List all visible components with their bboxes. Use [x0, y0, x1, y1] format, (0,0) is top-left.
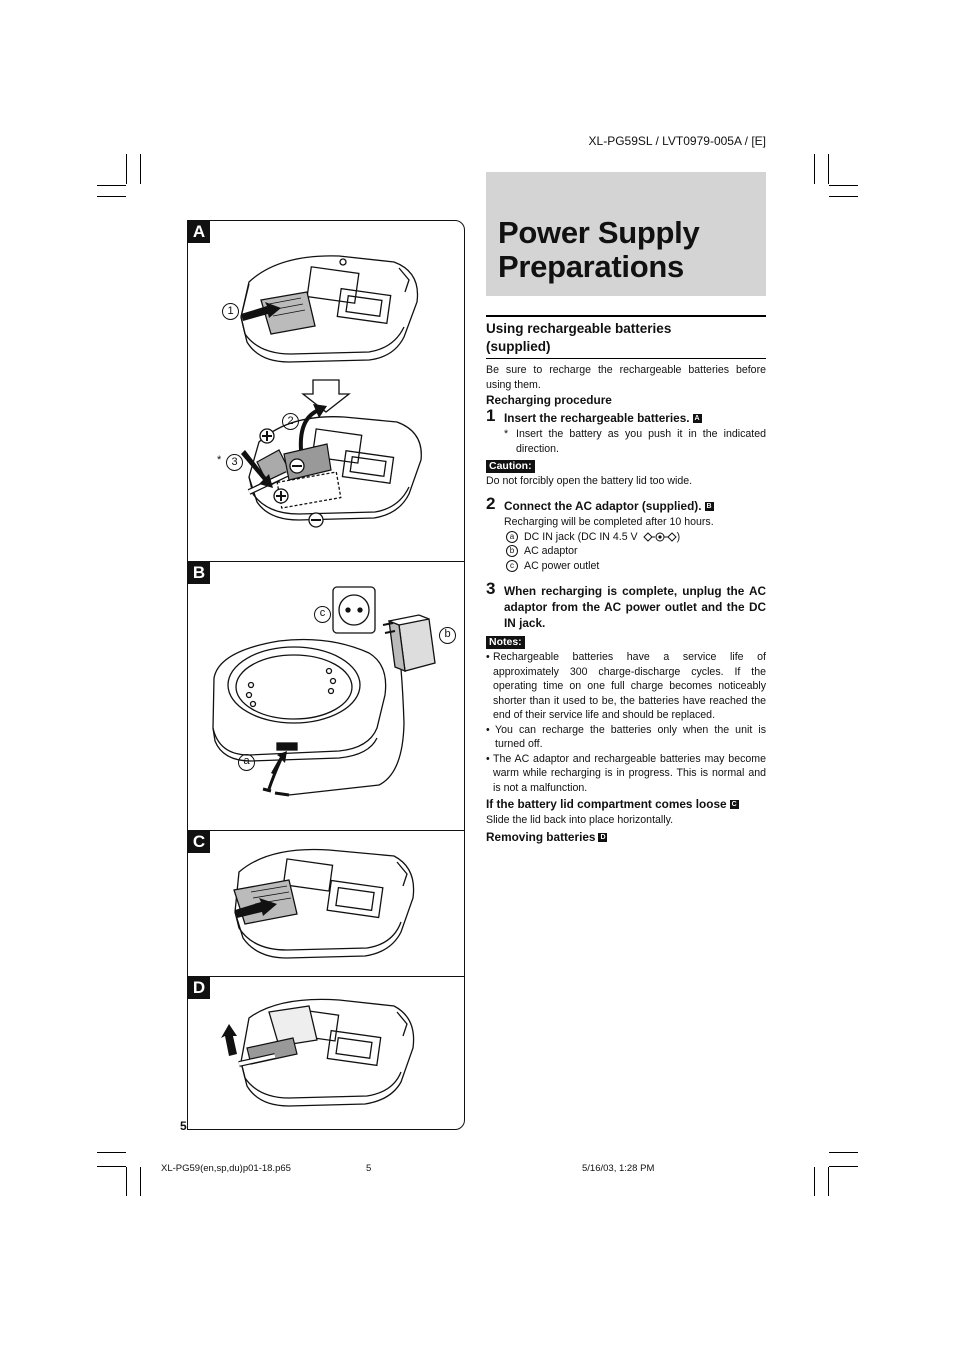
- figure-ref-badge: C: [729, 800, 739, 810]
- lid-reattach-illustration: [233, 848, 415, 959]
- crop-mark: [829, 196, 858, 197]
- crop-mark: [126, 154, 127, 184]
- crop-mark: [829, 1166, 858, 1167]
- callout-b: b: [439, 627, 456, 644]
- note-item: • You can recharge the batteries only wh…: [486, 723, 766, 751]
- caution-text: Do not forcibly open the battery lid too…: [486, 475, 693, 487]
- step-1-number: 1: [486, 406, 496, 425]
- callout-2: 2: [282, 413, 299, 430]
- note-item: • Rechargeable batteries have a service …: [486, 651, 766, 721]
- intro-text: Be sure to recharge the rechargeable bat…: [486, 364, 766, 391]
- step-1-note: * Insert the battery as you push it in t…: [504, 428, 766, 455]
- lid-text: Slide the lid back into place horizontal…: [486, 814, 674, 826]
- crop-mark: [829, 1152, 858, 1153]
- panel-divider: [187, 976, 465, 977]
- footer-file: XL-PG59(en,sp,du)p01-18.p65: [161, 1163, 291, 1174]
- crop-mark: [97, 185, 126, 186]
- note-item: • The AC adaptor and rechargeable batter…: [486, 752, 766, 794]
- footer-page: 5: [366, 1163, 372, 1174]
- crop-mark: [97, 1166, 126, 1167]
- panel-divider: [187, 561, 465, 562]
- callout-b-mark: b: [506, 545, 518, 558]
- crop-mark: [828, 1167, 829, 1196]
- page-title-line2: Preparations: [498, 249, 684, 284]
- step-2-detail: Recharging will be completed after 10 ho…: [504, 516, 714, 528]
- panel-divider: [187, 830, 465, 831]
- lid-heading: If the battery lid compartment comes loo…: [486, 797, 739, 811]
- page-number: 5: [180, 1119, 187, 1133]
- dc-polarity-icon: [642, 532, 677, 542]
- crop-mark: [814, 154, 815, 184]
- step-2-number: 2: [486, 494, 496, 513]
- crop-mark: [828, 154, 829, 184]
- panel-label-c: C: [188, 831, 210, 853]
- page-title-line1: Power Supply: [498, 215, 700, 250]
- notes-list: • Rechargeable batteries have a service …: [486, 650, 766, 795]
- figure-ref-badge: B: [704, 502, 714, 512]
- callout-c: c: [314, 606, 331, 623]
- battery-remove-illustration: [221, 998, 415, 1107]
- crop-mark: [814, 1167, 815, 1196]
- panel-label-b: B: [188, 562, 210, 584]
- document-code: XL-PG59SL / LVT0979-005A / [E]: [588, 134, 766, 148]
- crop-mark: [829, 185, 858, 186]
- panel-label-a: A: [188, 221, 210, 243]
- footer-date: 5/16/03, 1:28 PM: [582, 1163, 655, 1174]
- step-3-number: 3: [486, 579, 496, 598]
- page-title: Power Supply Preparations: [498, 215, 700, 284]
- callout-a: a: [238, 754, 255, 771]
- notes-label: Notes:: [486, 636, 525, 649]
- callout-1: 1: [222, 303, 239, 320]
- crop-mark: [140, 154, 141, 184]
- title-banner: Power Supply Preparations: [486, 172, 766, 296]
- asterisk-mark: *: [504, 428, 509, 440]
- section-heading: Using rechargeable batteries (supplied): [486, 321, 672, 354]
- section-rule-bottom: [486, 358, 766, 359]
- crop-mark: [97, 1152, 126, 1153]
- crop-mark: [126, 1167, 127, 1196]
- crop-mark: [97, 196, 126, 197]
- step-3-text: When recharging is complete, unplug the …: [504, 584, 766, 630]
- panel-label-d: D: [188, 977, 210, 999]
- callout-a-mark: a: [506, 531, 518, 544]
- caution-label: Caution:: [486, 460, 535, 473]
- callout-star: *: [217, 454, 222, 466]
- recharging-procedure-heading: Recharging procedure: [486, 393, 612, 407]
- figure-ref-badge: A: [692, 414, 702, 424]
- battery-lid-illustration: [240, 255, 422, 528]
- figure-ref-badge: D: [598, 833, 608, 843]
- crop-mark: [140, 1167, 141, 1196]
- step-2-text: Connect the AC adaptor (supplied).B: [504, 499, 714, 513]
- callout-3: 3: [226, 454, 243, 471]
- ac-adaptor-illustration: [212, 586, 436, 797]
- step-1-text: Insert the rechargeable batteries.A: [504, 411, 702, 425]
- callout-c-mark: c: [506, 560, 518, 573]
- section-rule-top: [486, 315, 766, 317]
- illustration-frame: [187, 220, 465, 1130]
